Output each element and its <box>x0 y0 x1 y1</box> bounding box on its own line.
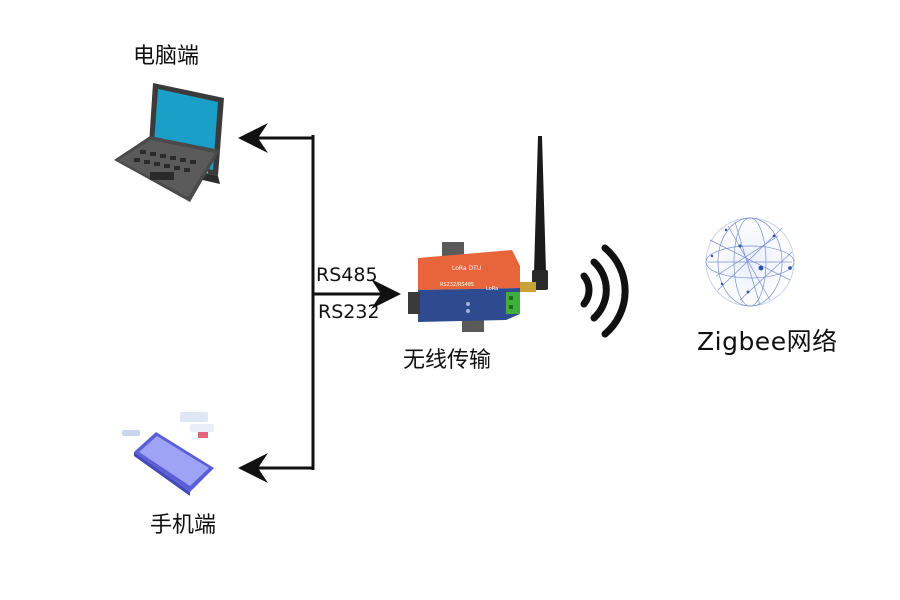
phone-icon <box>122 412 214 496</box>
wireless-transmission-label: 无线传输 <box>403 348 492 373</box>
laptop-icon <box>114 83 224 202</box>
antenna-icon <box>520 136 548 292</box>
zigbee-network-label: Zigbee网络 <box>697 327 838 356</box>
rs485-label: RS485 <box>316 264 378 286</box>
rs232-label: RS232 <box>318 301 380 323</box>
wireless-signal-icon <box>580 244 629 338</box>
phone-label: 手机端 <box>150 513 217 538</box>
network-globe-icon <box>705 217 795 307</box>
device-logo-text: LoRa <box>486 286 498 292</box>
device-model-text: RS232/RS485 <box>440 282 474 288</box>
device-brand-text: LoRa DTU <box>452 265 481 272</box>
connector-lines <box>238 123 401 483</box>
dtu-device-icon: LoRa DTU RS232/RS485 LoRa <box>408 136 548 332</box>
pc-label: 电脑端 <box>133 44 200 69</box>
